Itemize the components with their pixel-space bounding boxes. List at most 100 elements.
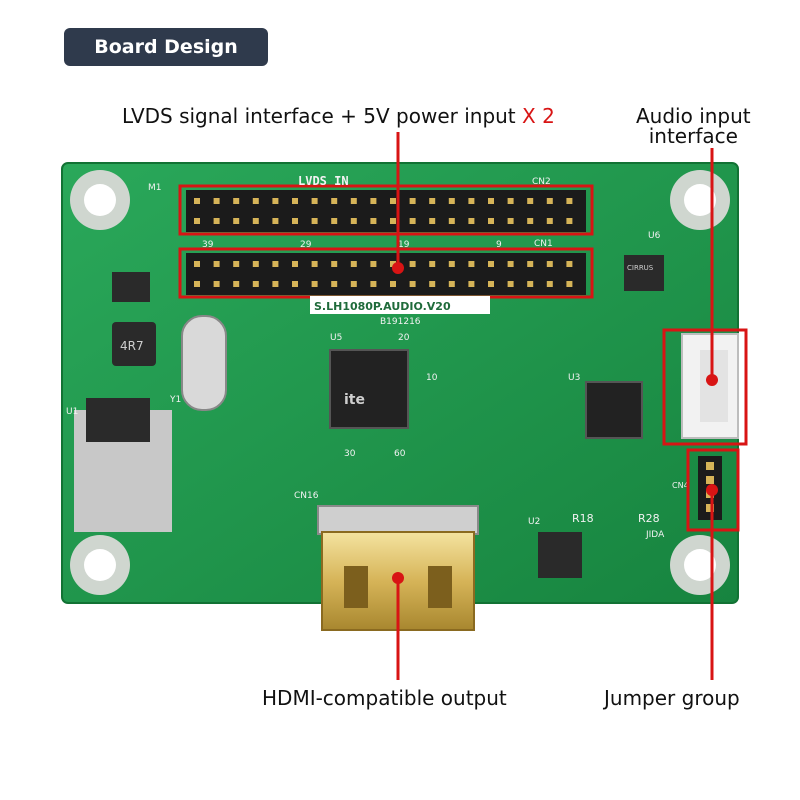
silk-cirrus: CIRRUS xyxy=(627,264,654,272)
silk-pin30: 30 xyxy=(344,449,356,459)
header-pin xyxy=(488,261,494,267)
header-pin xyxy=(390,198,396,204)
header-pin xyxy=(350,198,357,204)
silk-model: S.LH1080P.AUDIO.V20 xyxy=(314,300,451,313)
silk-u6: U6 xyxy=(648,231,661,241)
header-pin xyxy=(507,261,514,267)
callout-label-hdmi: HDMI-compatible output xyxy=(262,686,507,710)
callout-label-lvds-multiplier: X 2 xyxy=(522,104,555,128)
header-pin xyxy=(272,198,279,204)
crystal-y1 xyxy=(181,315,227,411)
header-pin xyxy=(350,218,357,224)
header-pin xyxy=(409,281,416,287)
header-pin xyxy=(468,281,475,287)
header-pin xyxy=(194,218,200,224)
model-label-plate xyxy=(310,296,490,314)
header-pin xyxy=(350,281,357,287)
silk-cn1: CN1 xyxy=(534,239,553,249)
silk-u3: U3 xyxy=(568,373,580,383)
header-pin xyxy=(252,261,259,267)
cirrus-chip-u6 xyxy=(624,255,664,291)
header-pin xyxy=(233,198,240,204)
silk-r28: R28 xyxy=(638,512,660,525)
silk-pin29: 29 xyxy=(300,240,312,250)
header-pin xyxy=(233,281,240,287)
silk-inductor: 4R7 xyxy=(120,339,144,353)
header-pin xyxy=(272,261,279,267)
header-pin xyxy=(350,261,357,267)
silk-pin20: 20 xyxy=(398,333,410,343)
callout-label-audio-line2: interface xyxy=(648,124,738,148)
callout-label-lvds: LVDS signal interface + 5V power input X… xyxy=(122,104,555,128)
header-pin xyxy=(527,261,534,267)
silk-r18: R18 xyxy=(572,512,594,525)
header-pin xyxy=(429,218,436,224)
callout-label-jumper: Jumper group xyxy=(604,686,740,710)
silk-pin9: 9 xyxy=(496,240,502,250)
header-pin xyxy=(272,281,279,287)
header-pin xyxy=(311,281,318,287)
header-pin xyxy=(311,218,318,224)
highlight-cn2 xyxy=(178,184,594,236)
header-pin xyxy=(194,198,200,204)
silk-pin19: 19 xyxy=(398,240,410,250)
mounting-hole-top-left xyxy=(70,170,130,230)
header-pin xyxy=(331,281,338,287)
lvds-header-cn2-pins xyxy=(194,198,573,224)
audio-chip-u3 xyxy=(585,381,643,439)
silk-pin39: 39 xyxy=(202,240,214,250)
header-pin xyxy=(448,261,455,267)
header-pin xyxy=(448,198,455,204)
header-pin xyxy=(566,218,573,224)
silk-chip-brand: ite xyxy=(344,392,365,408)
header-pin xyxy=(488,218,494,224)
mounting-hole-bottom-right xyxy=(670,535,730,595)
silk-serial: B191216 xyxy=(380,317,421,327)
silk-u1: U1 xyxy=(66,407,78,417)
header-pin xyxy=(409,198,416,204)
header-pin xyxy=(488,281,494,287)
header-pin xyxy=(311,198,318,204)
header-pin xyxy=(331,261,338,267)
header-pin xyxy=(448,218,455,224)
header-pin xyxy=(390,261,396,267)
header-pin xyxy=(527,281,534,287)
silk-lvds-in: LVDS IN xyxy=(298,174,349,188)
header-pin xyxy=(448,281,455,287)
header-pin xyxy=(527,218,534,224)
silk-jida: JIDA xyxy=(645,530,665,540)
callout-dot-hdmi xyxy=(392,572,404,584)
header-pin xyxy=(292,198,298,204)
header-pin xyxy=(566,261,573,267)
audio-connector xyxy=(681,333,739,439)
header-pin xyxy=(507,281,514,287)
header-pin xyxy=(429,281,436,287)
callout-label-lvds-text: LVDS signal interface + 5V power input xyxy=(122,104,523,128)
silk-pin60: 60 xyxy=(394,449,406,459)
silk-cn4: CN4 xyxy=(672,481,689,490)
header-pin xyxy=(213,261,220,267)
header-pin xyxy=(429,198,436,204)
header-pin xyxy=(252,218,259,224)
header-pin xyxy=(409,261,416,267)
lvds-header-cn1 xyxy=(186,253,586,295)
small-ic xyxy=(112,272,150,302)
regulator-u2 xyxy=(538,532,582,578)
main-chip-u5: ite xyxy=(329,349,409,429)
callout-dot-lvds xyxy=(392,262,404,274)
callout-label-audio-line1: Audio input xyxy=(636,104,751,128)
header-pin xyxy=(390,218,396,224)
lvds-header-cn1-pins xyxy=(194,261,573,287)
header-pin xyxy=(546,198,553,204)
callout-dot-audio xyxy=(706,374,718,386)
header-pin xyxy=(546,281,553,287)
header-pin xyxy=(370,261,377,267)
header-pin xyxy=(370,281,377,287)
regulator-u1 xyxy=(86,398,150,442)
header-pin xyxy=(213,218,220,224)
header-pin xyxy=(331,218,338,224)
header-pin xyxy=(507,218,514,224)
header-pin xyxy=(292,281,298,287)
header-pin xyxy=(468,261,475,267)
